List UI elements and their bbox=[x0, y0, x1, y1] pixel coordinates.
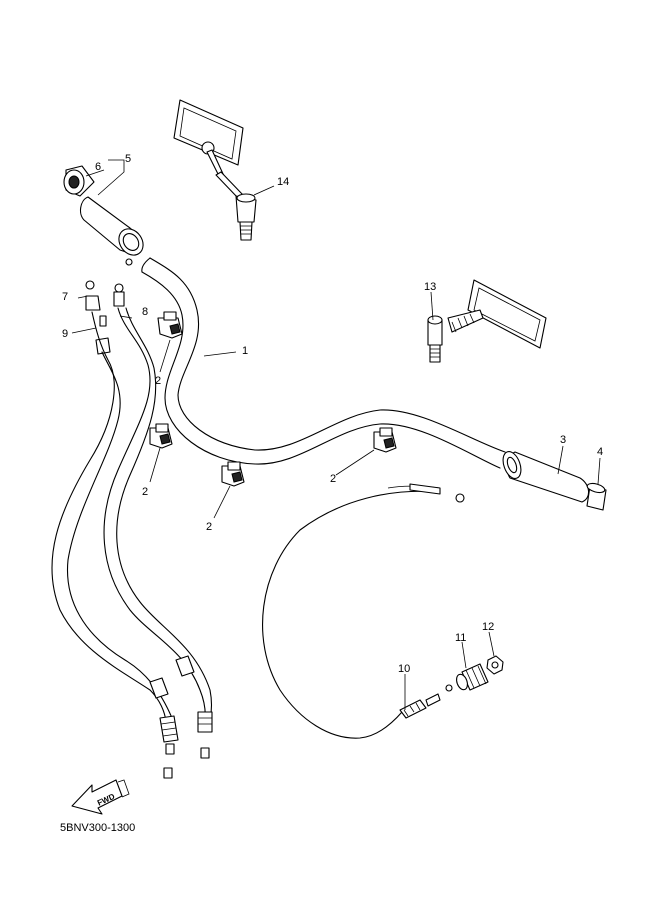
callout-6: 6 bbox=[95, 161, 101, 173]
callout-12: 12 bbox=[482, 621, 494, 633]
mirror-left bbox=[173, 99, 257, 241]
clamp-1 bbox=[157, 311, 183, 339]
nut bbox=[486, 655, 504, 675]
callout-3: 3 bbox=[560, 434, 566, 446]
callout-labels: 1 2 2 2 2 3 4 5 6 7 8 9 10 11 12 13 14 bbox=[62, 153, 603, 675]
callout-8: 8 bbox=[142, 306, 148, 318]
leader-lines bbox=[71, 159, 601, 710]
callout-4: 4 bbox=[597, 446, 603, 458]
throttle-cable-pull bbox=[51, 311, 179, 779]
callout-2: 2 bbox=[330, 473, 336, 485]
clamp-3 bbox=[221, 461, 245, 487]
callout-5: 5 bbox=[125, 153, 131, 165]
grip-end bbox=[63, 165, 95, 197]
choke-knob bbox=[456, 663, 489, 691]
callout-7: 7 bbox=[62, 291, 68, 303]
handlebar bbox=[141, 257, 506, 469]
throttle-cable-upper-fittings bbox=[85, 280, 125, 355]
callout-1: 1 bbox=[242, 345, 248, 357]
mirror-right bbox=[427, 279, 547, 363]
callout-11: 11 bbox=[455, 632, 466, 644]
fwd-arrow-icon: FWD bbox=[71, 779, 130, 815]
diagram-code: 5BNV300-1300 bbox=[60, 822, 135, 834]
bar-end bbox=[586, 482, 607, 511]
callout-2: 2 bbox=[206, 521, 212, 533]
callout-2: 2 bbox=[142, 486, 148, 498]
callout-9: 9 bbox=[62, 328, 68, 340]
callout-10: 10 bbox=[398, 663, 410, 675]
left-grip bbox=[79, 196, 144, 266]
callout-2: 2 bbox=[155, 375, 161, 387]
right-grip bbox=[502, 451, 590, 503]
throttle-cable-return bbox=[103, 307, 213, 759]
callout-13: 13 bbox=[424, 281, 436, 293]
clamp-4 bbox=[373, 427, 397, 453]
choke-cable bbox=[262, 483, 465, 739]
clamp-2 bbox=[149, 423, 173, 449]
callout-14: 14 bbox=[277, 176, 289, 188]
